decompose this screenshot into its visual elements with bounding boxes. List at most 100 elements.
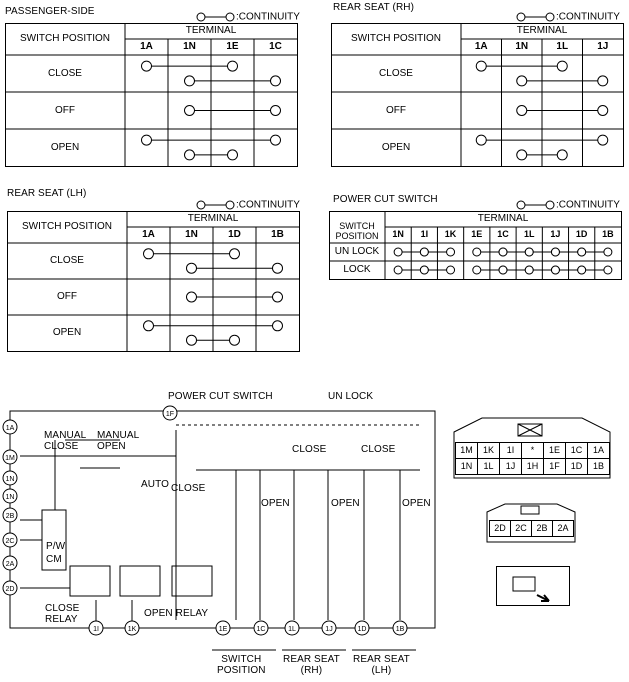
label-open-1: OPEN (261, 498, 290, 509)
connector-pin-left (2, 470, 18, 486)
connector-terminal-cell: 1I (499, 442, 522, 459)
continuity-terminal-dot (229, 248, 240, 260)
pin-label: 1K (128, 626, 137, 633)
terminal-header: 1N (183, 41, 196, 52)
continuity-terminal-dot (498, 247, 508, 257)
continuity-terminal-dot (186, 334, 197, 346)
row-label: OPEN (381, 141, 411, 153)
continuity-row-marks (143, 320, 283, 346)
continuity-terminal-dot (184, 105, 195, 116)
connector-terminal-cell: 1N (455, 458, 478, 475)
terminal-header: 1J (550, 229, 561, 239)
connector-terminal-cell: 1A (587, 442, 610, 459)
terminal-header: 1N (185, 229, 198, 240)
row-label: OFF (55, 104, 75, 116)
connector-pin-bottom (124, 620, 140, 636)
header-switch-position: SWITCH POSITION (22, 221, 112, 232)
continuity-terminal-dot (475, 134, 487, 146)
continuity-terminal-dot (524, 247, 534, 257)
continuity-terminal-dot (143, 320, 154, 332)
connector-terminal-cell: 1J (499, 458, 522, 475)
continuity-terminal-dot (597, 75, 609, 87)
continuity-terminal-dot (272, 262, 283, 274)
continuity-symbol-icon (516, 200, 555, 210)
label-group-rear-seat-lh: REAR SEAT (LH) (353, 654, 410, 676)
continuity-terminal-dot (516, 75, 528, 87)
label-open-relay: OPEN RELAY (144, 608, 209, 619)
connector-terminal-cell: 1F (543, 458, 566, 475)
pin-label: 1E (219, 626, 228, 633)
continuity-terminal-dot (516, 105, 528, 116)
continuity-terminal-dot (272, 291, 283, 303)
continuity-terminal-dot (393, 247, 403, 257)
continuity-terminal-dot (419, 247, 429, 257)
connector-terminal-cell: 2B (531, 520, 553, 537)
terminal-header: 1N (515, 41, 529, 52)
table-title-rear-seat-rh: REAR SEAT (RH) (333, 2, 415, 13)
pin-label: 2B (6, 513, 15, 520)
continuity-terminal-dot (550, 265, 560, 275)
header-terminal: TERMINAL (185, 25, 237, 36)
header-switch-position: SWITCH POSITION (20, 33, 110, 44)
label-open-3: OPEN (402, 498, 431, 509)
label-close-left: CLOSE (171, 483, 206, 494)
continuity-terminal-dot (597, 134, 609, 146)
terminal-header: 1I (420, 229, 429, 239)
pin-label: 1I (93, 626, 99, 633)
row-label: CLOSE (50, 255, 84, 266)
continuity-terminal-dot (472, 247, 482, 257)
continuity-row-marks (186, 291, 283, 303)
label-close-relay: CLOSE RELAY (45, 603, 80, 625)
continuity-row-marks (184, 105, 281, 116)
pin-label: 1C (257, 626, 266, 633)
continuity-legend: :CONTINUITY (196, 199, 300, 211)
terminal-header: 1C (497, 229, 509, 239)
continuity-terminal-dot (227, 149, 238, 161)
connector-terminal-cell: 1B (587, 458, 610, 475)
terminal-header: 1L (523, 229, 535, 239)
terminal-header: 1B (602, 229, 614, 239)
connector-pin-bottom (284, 620, 300, 636)
continuity-terminal-dot (184, 149, 195, 161)
label-close-rh: CLOSE (292, 444, 327, 455)
connector-pin-bottom (88, 620, 104, 636)
terminal-header: 1D (575, 229, 588, 239)
connector-pin-left (2, 555, 18, 571)
connector-terminal-cell: 1M (455, 442, 478, 459)
continuity-terminal-dot (603, 247, 613, 257)
connector-pin-left (2, 580, 18, 596)
header-terminal: TERMINAL (187, 213, 239, 224)
connector-pin-bottom (215, 620, 231, 636)
continuity-terminal-dot (186, 262, 197, 274)
continuity-terminal-dot (446, 247, 456, 257)
continuity-symbol-icon (516, 12, 555, 22)
continuity-terminal-dot (229, 334, 240, 346)
continuity-terminal-dot (393, 265, 403, 275)
pin-label: 1M (5, 455, 15, 462)
continuity-terminal-dot (556, 60, 568, 72)
connector-view-icon (496, 566, 570, 606)
terminal-header: 1A (140, 41, 153, 52)
terminal-header: 1C (269, 41, 282, 52)
continuity-terminal-dot (141, 60, 152, 72)
header-terminal: TERMINAL (477, 213, 529, 224)
continuity-terminal-dot (186, 291, 197, 303)
continuity-symbol-icon (196, 200, 235, 210)
continuity-symbol-icon (196, 12, 235, 22)
label-un-lock: UN LOCK (328, 391, 374, 402)
plug-arrow-icon (512, 576, 550, 602)
label-open-2: OPEN (331, 498, 360, 509)
continuity-terminal-dot (475, 60, 487, 72)
table-title-rear-seat-lh: REAR SEAT (LH) (7, 188, 87, 199)
pin-label: 1F (166, 411, 174, 418)
pin-label: 1N (6, 494, 15, 501)
label-group-rear-seat-rh: REAR SEAT (RH) (283, 654, 340, 676)
terminal-header: 1N (392, 229, 404, 239)
connector-pin-left (2, 449, 18, 465)
continuity-terminal-dot (227, 60, 238, 72)
row-label: OPEN (50, 141, 80, 153)
terminal-header: 1L (556, 41, 569, 52)
label-close-lh: CLOSE (361, 444, 396, 455)
